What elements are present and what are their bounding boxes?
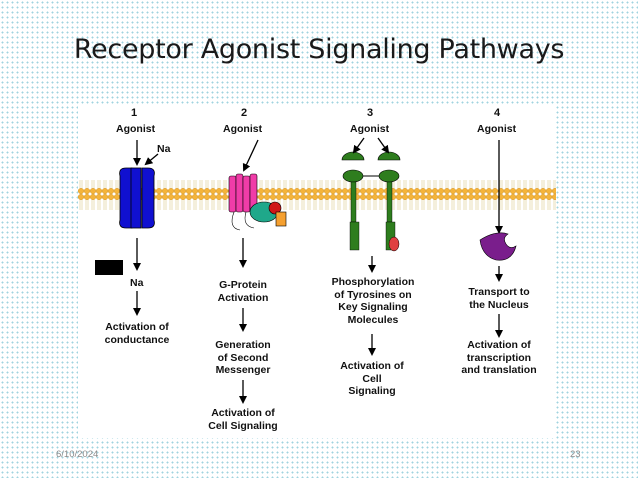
pathway-3-number: 3 xyxy=(367,107,374,119)
black-box xyxy=(95,260,123,275)
nuclear-receptor xyxy=(479,232,517,261)
slide-title: Receptor Agonist Signaling Pathways xyxy=(73,34,565,65)
phosphate xyxy=(388,236,400,252)
pathway-diagram xyxy=(78,137,556,404)
na-ion-label: Na xyxy=(157,143,171,155)
agonist-arrow-3a xyxy=(352,137,365,154)
footer-date: 6/10/2024 xyxy=(56,449,99,460)
effector xyxy=(275,211,287,227)
rtk-dimer xyxy=(341,151,401,251)
pathway-4-number: 4 xyxy=(494,107,501,119)
agonist-arrow-3b xyxy=(377,137,390,154)
na-arrow xyxy=(144,153,159,166)
g-protein-subunit xyxy=(268,201,282,215)
pathway-2-number: 2 xyxy=(241,107,248,119)
pathway-4-agonist: Agonist xyxy=(477,123,517,135)
na-below-label: Na xyxy=(130,277,144,289)
pathway-1-number: 1 xyxy=(131,107,138,119)
pathway-3-agonist: Agonist xyxy=(350,123,390,135)
cell-membrane xyxy=(78,180,556,210)
page-number: 23 xyxy=(570,449,581,460)
gpcr-receptor xyxy=(228,173,258,231)
ion-channel xyxy=(119,167,155,229)
agonist-arrow-2 xyxy=(242,139,259,172)
pathway-2-agonist: Agonist xyxy=(223,123,263,135)
pathway-1-agonist: Agonist xyxy=(116,123,156,135)
